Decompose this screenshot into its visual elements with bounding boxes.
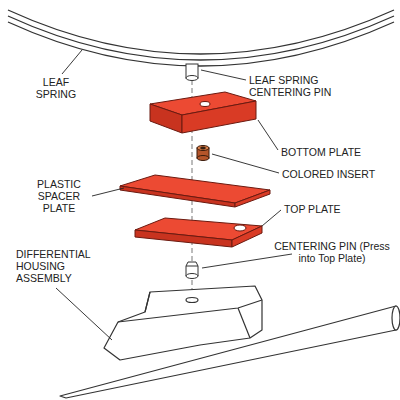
part-label: LEAF SPRING [30, 76, 82, 100]
differential-housing-drawing [60, 286, 400, 398]
spring-centering-pin [186, 64, 198, 81]
centering-pin-drawing [186, 262, 198, 279]
colored-insert-drawing [197, 146, 209, 161]
spacer-plate-drawing [120, 175, 270, 207]
part-label: DIFFERENTIAL HOUSING ASSEMBLY [16, 248, 108, 284]
bottom-plate-drawing [150, 92, 256, 133]
part-label: PLASTIC SPACER PLATE [28, 178, 90, 214]
part-label: LEAF SPRING CENTERING PIN [249, 74, 345, 98]
part-label: COLORED INSERT [282, 168, 392, 180]
leaf-spring-drawing [8, 10, 394, 66]
part-label: BOTTOM PLATE [281, 146, 381, 158]
part-label: TOP PLATE [284, 203, 374, 215]
part-label: CENTERING PIN (Press into Top Plate) [270, 240, 394, 264]
top-plate-drawing [135, 218, 262, 247]
